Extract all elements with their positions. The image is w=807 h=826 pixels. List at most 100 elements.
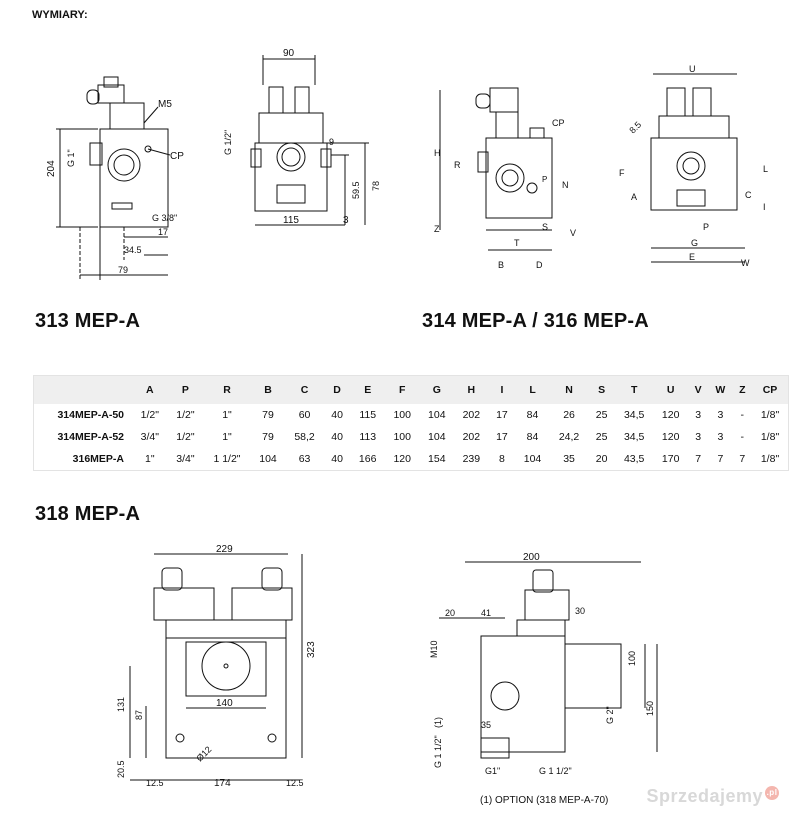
label-g1: G 1" <box>66 149 76 167</box>
label-h: H <box>434 148 441 158</box>
table-cell: 3/4" <box>176 453 195 465</box>
table-cell: 79 <box>262 409 274 421</box>
label-g2: G 2" <box>605 706 615 724</box>
column-header: V <box>687 375 709 404</box>
label-cp: CP <box>170 151 184 162</box>
table-cell: 24,2 <box>558 431 580 443</box>
table-cell: 1" <box>145 453 155 465</box>
dim-140: 140 <box>216 698 233 709</box>
drawing-318-side: 200 20 41 30 M10 100 150 G 2" (1) G 1 1/… <box>429 552 658 776</box>
table-cell: 3 <box>695 431 702 443</box>
table-cell: 20 <box>595 453 608 465</box>
drawing-314-front: U 8.5 F A C L I G P E W <box>619 64 768 268</box>
label-z: Z <box>434 224 440 234</box>
table-cell: 104 <box>428 409 446 421</box>
column-header: R <box>203 375 251 404</box>
column-header: S <box>588 375 615 404</box>
label-b: B <box>498 260 504 270</box>
column-header: L <box>515 375 550 404</box>
dim-125a: 12.5 <box>146 778 164 788</box>
table-cell: 104 <box>428 431 446 443</box>
table-cell: 43,5 <box>623 453 645 465</box>
table-cell: 34,5 <box>623 409 645 421</box>
table-cell: 1" <box>222 431 232 443</box>
column-header: P <box>167 375 204 404</box>
dim-323: 323 <box>306 641 317 658</box>
table-cell: 84 <box>526 409 539 421</box>
dim-174: 174 <box>214 778 231 789</box>
table-cell: 120 <box>661 431 680 443</box>
column-header: A <box>132 375 168 404</box>
dim-35: 35 <box>481 720 491 730</box>
column-header: E <box>350 375 385 404</box>
table-cell: 63 <box>298 453 311 465</box>
dim-3: 3 <box>343 215 349 226</box>
table-cell: 239 <box>462 453 481 465</box>
column-header: D <box>323 375 351 404</box>
table-cell: 1/8" <box>760 409 780 421</box>
drawing-318-front: 229 323 131 87 140 Ø12 20.5 12.5 174 12.… <box>116 544 317 789</box>
dim-30: 30 <box>575 606 585 616</box>
column-header: G <box>419 375 455 404</box>
label-g112: G 1 1/2" <box>433 735 443 768</box>
label-g1: G1" <box>485 766 500 776</box>
model-title-314-316: 314 MEP-A / 316 MEP-A <box>422 310 649 332</box>
label-g: G <box>691 238 698 248</box>
table-cell: 115 <box>359 409 377 421</box>
dim-100: 100 <box>627 651 637 666</box>
table-cell: 40 <box>331 431 343 443</box>
label-i: I <box>763 202 766 212</box>
dim-131: 131 <box>116 697 126 712</box>
label-g38: G 3/8" <box>152 213 177 223</box>
column-header: B <box>250 375 286 404</box>
dim-200: 200 <box>523 552 540 563</box>
dim-9: 9 <box>329 137 334 147</box>
label-cp: CP <box>552 118 565 128</box>
column-header: W <box>708 375 733 404</box>
drawing-313-side: 204 G 1" M5 CP G 3/8" 17 34.5 79 <box>46 76 184 280</box>
table-cell: 100 <box>393 431 411 443</box>
dim-85: 8.5 <box>627 119 643 135</box>
label-opt: (1) <box>433 717 443 728</box>
dim-78: 78 <box>371 181 381 191</box>
dim-150: 150 <box>645 701 655 716</box>
label-e: E <box>689 252 695 262</box>
table-cell: - <box>740 409 745 421</box>
label-g112b: G 1 1/2" <box>539 766 572 776</box>
table-cell: 17 <box>496 431 508 443</box>
label-m5: M5 <box>158 99 172 110</box>
table-cell: 100 <box>393 409 411 421</box>
table-cell: 1 1/2" <box>213 453 241 465</box>
table-cell: 26 <box>563 409 575 421</box>
label-a: A <box>631 192 637 202</box>
dim-125b: 12.5 <box>286 778 304 788</box>
table-cell: 25 <box>595 409 608 421</box>
column-header: CP <box>752 375 789 404</box>
row-model: 316MEP-A <box>72 453 124 465</box>
dim-79: 79 <box>118 265 128 275</box>
label-d: D <box>536 260 543 270</box>
model-title-318: 318 MEP-A <box>35 503 141 525</box>
table-cell: 104 <box>523 453 542 465</box>
table-cell: 3 <box>695 409 702 421</box>
dim-90: 90 <box>283 48 295 59</box>
table-cell: 1/8" <box>760 453 780 465</box>
dim-d12: Ø12 <box>194 744 213 763</box>
column-header: I <box>488 375 516 404</box>
watermark-badge: .pl <box>765 786 779 800</box>
label-g12: G 1/2" <box>223 130 233 155</box>
table-cell: 84 <box>526 431 539 443</box>
option-caption: (1) OPTION (318 MEP-A-70) <box>480 795 609 806</box>
table-cell: 1/2" <box>176 431 195 443</box>
table-cell: 17 <box>496 409 508 421</box>
table-cell: 104 <box>259 453 277 465</box>
label-p: P <box>542 175 547 184</box>
table-cell: 1/8" <box>760 431 780 443</box>
column-header: T <box>614 375 654 404</box>
column-header: U <box>653 375 688 404</box>
row-model: 314MEP-A-50 <box>57 409 124 421</box>
